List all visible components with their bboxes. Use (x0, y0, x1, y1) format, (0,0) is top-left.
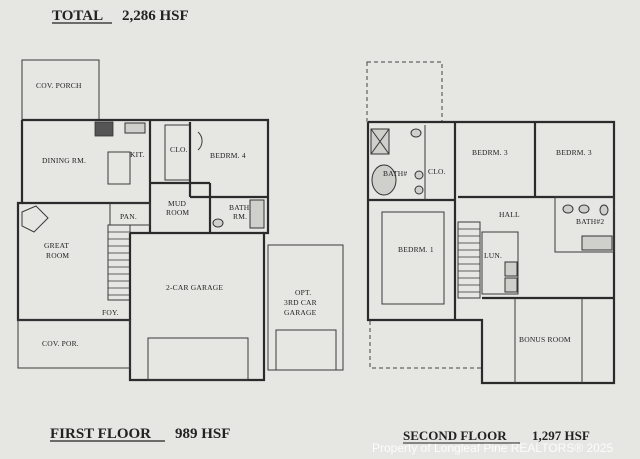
room-label-2car-garage: 2-CAR GARAGE (166, 283, 223, 292)
room-label-mud: MUD (168, 199, 186, 208)
room-label-bath1: BATH# (383, 169, 407, 178)
first-floor-sqft: 989 HSF (175, 426, 230, 442)
room-label-kit: KIT. (130, 150, 145, 159)
second-floor-plan (366, 61, 616, 385)
room-label-dining: DINING RM. (42, 156, 86, 165)
second-floor-title: SECOND FLOOR (403, 428, 507, 443)
room-label-bedrm3-right: BEDRM. 3 (556, 148, 592, 157)
room-label-bath: BATH (229, 203, 250, 212)
room-label-3rd-car: 3RD CAR (284, 298, 317, 307)
room-label-hall: HALL (499, 210, 520, 219)
room-label-great-room: ROOM (46, 251, 69, 260)
room-label-cov-porch: COV. PORCH (36, 81, 82, 90)
room-label-bonus: BONUS ROOM (519, 335, 571, 344)
room-label-pan: PAN. (120, 212, 137, 221)
room-label-bath2: BATH#2 (576, 217, 604, 226)
room-label-bedrm3-left: BEDRM. 3 (472, 148, 508, 157)
room-label-clo: CLO. (170, 145, 188, 154)
total-label: TOTAL (52, 8, 103, 24)
room-label-foy: FOY. (102, 308, 119, 317)
room-label-lun: LUN. (484, 251, 502, 260)
room-label-mud-room: ROOM (166, 208, 189, 217)
room-label-bedrm1: BEDRM. 1 (398, 245, 434, 254)
watermark-text: Property of Longleaf Pine REALTORS® 2025 (372, 441, 614, 455)
room-label-bath-rm: RM. (233, 212, 247, 221)
total-value: 2,286 HSF (122, 8, 189, 24)
room-label-bedrm4: BEDRM. 4 (210, 151, 246, 160)
room-label-great: GREAT (44, 241, 69, 250)
first-floor-title: FIRST FLOOR (50, 426, 151, 442)
room-label-opt: OPT. (295, 288, 311, 297)
room-label-opt-garage: GARAGE (284, 308, 317, 317)
second-floor-sqft: 1,297 HSF (532, 428, 590, 443)
first-floor-plan (16, 59, 344, 382)
room-label-sf-clo: CLO. (428, 167, 446, 176)
room-label-cov-por: COV. POR. (42, 339, 79, 348)
